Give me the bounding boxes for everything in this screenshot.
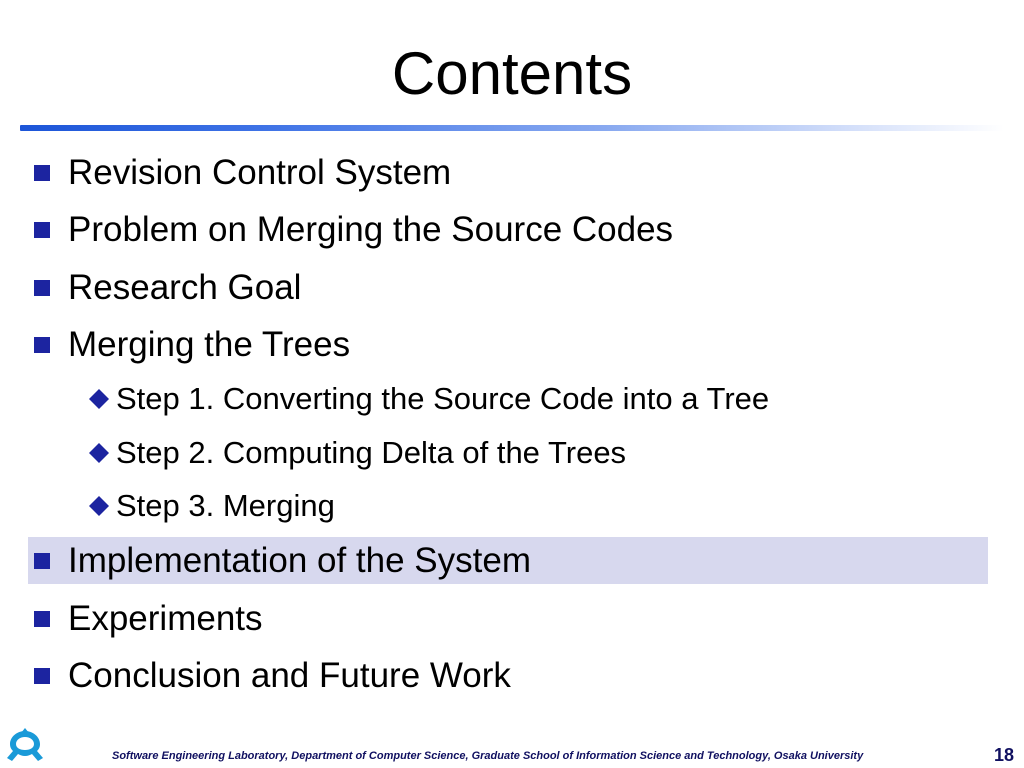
square-bullet-icon: [34, 337, 50, 353]
square-bullet-icon: [34, 611, 50, 627]
footer-affiliation: Software Engineering Laboratory, Departm…: [112, 750, 864, 762]
toc-subitem-text: Step 1. Converting the Source Code into …: [116, 381, 770, 416]
current-section-highlight: [28, 537, 988, 584]
toc-item-text: Research Goal: [68, 268, 302, 307]
toc-item-text: Experiments: [68, 599, 263, 638]
toc-item-text: Implementation of the System: [68, 541, 531, 580]
toc-subitem-text: Step 2. Computing Delta of the Trees: [116, 435, 627, 470]
toc-subitem-text: Step 3. Merging: [116, 488, 335, 523]
title-underline: [20, 125, 1004, 131]
square-bullet-icon: [34, 280, 50, 296]
square-bullet-icon: [34, 165, 50, 181]
diamond-bullet-icon: [89, 443, 109, 463]
slide-title: Contents: [391, 40, 633, 107]
toc-item-text: Merging the Trees: [68, 325, 351, 364]
osaka-university-logo-icon: [7, 728, 43, 761]
square-bullet-icon: [34, 553, 50, 569]
toc-item-text: Problem on Merging the Source Codes: [68, 210, 674, 249]
square-bullet-icon: [34, 222, 50, 238]
diamond-bullet-icon: [89, 389, 109, 409]
diamond-bullet-icon: [89, 496, 109, 516]
square-bullet-icon: [34, 668, 50, 684]
toc-item-text: Revision Control System: [68, 153, 452, 192]
toc-item-text: Conclusion and Future Work: [68, 656, 511, 695]
page-number: 18: [993, 745, 1014, 765]
